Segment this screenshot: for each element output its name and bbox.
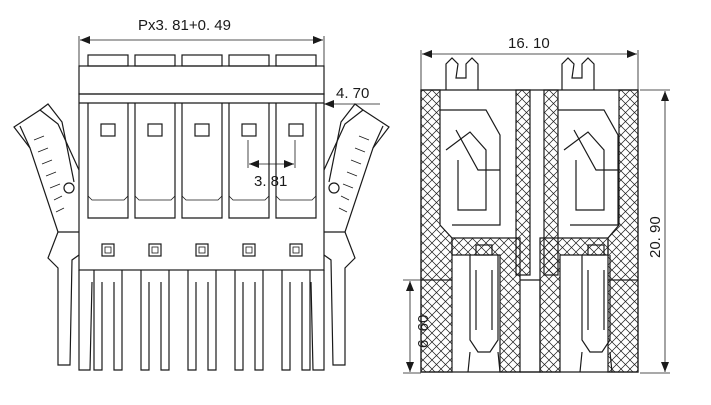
center-wall-left <box>515 89 531 276</box>
total-width-label: 16. 10 <box>508 35 550 52</box>
test-hole <box>148 243 162 257</box>
front-view: Px3. 81+0. 49 3. 81 4. 70 <box>13 17 390 371</box>
pin-right <box>207 270 217 371</box>
terminal-cap <box>228 54 270 67</box>
release-window <box>100 123 116 137</box>
pin-right <box>254 270 264 371</box>
pitch-small-label: 3. 81 <box>254 173 287 190</box>
total-width-dimension: 16. 10 <box>420 35 639 90</box>
release-window <box>147 123 163 137</box>
pole-column <box>181 103 223 219</box>
pin-left <box>281 270 291 371</box>
right-outer-wall <box>607 89 639 373</box>
release-window <box>194 123 210 137</box>
right-latch <box>323 103 390 366</box>
terminal-cap <box>87 54 129 67</box>
housing-top-band <box>78 65 325 95</box>
test-hole-inner <box>245 246 253 254</box>
right-spring-contact <box>558 109 619 373</box>
pole-column <box>87 103 129 219</box>
left-top-clip <box>445 57 479 90</box>
pitch-small-dimension: 3. 81 <box>247 140 296 190</box>
terminal-cap <box>181 54 223 67</box>
total-height-dimension: 20. 90 <box>640 89 670 374</box>
test-hole <box>242 243 256 257</box>
pole-column <box>275 103 317 219</box>
contact-pins <box>78 270 325 371</box>
left-latch <box>13 103 80 366</box>
test-hole-inner <box>104 246 112 254</box>
test-hole-inner <box>198 246 206 254</box>
pin-right <box>160 270 170 371</box>
release-window <box>288 123 304 137</box>
pole-lip <box>181 195 223 201</box>
pole-lip <box>134 195 176 201</box>
pitch-dimension: Px3. 81+0. 49 <box>78 17 325 66</box>
right-top-clip <box>561 57 595 90</box>
center-wall-right <box>543 89 559 276</box>
pole-column <box>228 103 270 219</box>
pin-right <box>113 270 123 371</box>
test-hole <box>101 243 115 257</box>
test-hole <box>195 243 209 257</box>
pin-left <box>140 270 150 371</box>
total-height-label: 20. 90 <box>647 216 664 258</box>
terminal-cap <box>275 54 317 67</box>
pin-left <box>93 270 103 371</box>
terminal-caps <box>87 54 317 67</box>
pin-left <box>187 270 197 371</box>
side-offset-dimension: 4. 70 <box>324 85 380 108</box>
pole-lip <box>228 195 270 201</box>
housing-body <box>78 93 325 271</box>
side-section-view: 16. 10 20. 90 6. 60 <box>403 35 670 374</box>
side-offset-label: 4. 70 <box>336 85 369 102</box>
pole-lip <box>87 195 129 201</box>
pin-guide-right <box>310 270 325 371</box>
pole-lip <box>275 195 317 201</box>
release-window <box>241 123 257 137</box>
terminal-cap <box>134 54 176 67</box>
left-spring-contact <box>440 109 501 373</box>
test-hole-inner <box>151 246 159 254</box>
test-hole <box>289 243 303 257</box>
pitch-label: Px3. 81+0. 49 <box>138 17 231 34</box>
pin-right <box>301 270 311 371</box>
pin-guide-left <box>78 270 93 371</box>
pin-left <box>234 270 244 371</box>
left-outer-wall <box>420 89 453 373</box>
test-hole-inner <box>292 246 300 254</box>
section-outline <box>420 89 639 373</box>
pole-column <box>134 103 176 219</box>
